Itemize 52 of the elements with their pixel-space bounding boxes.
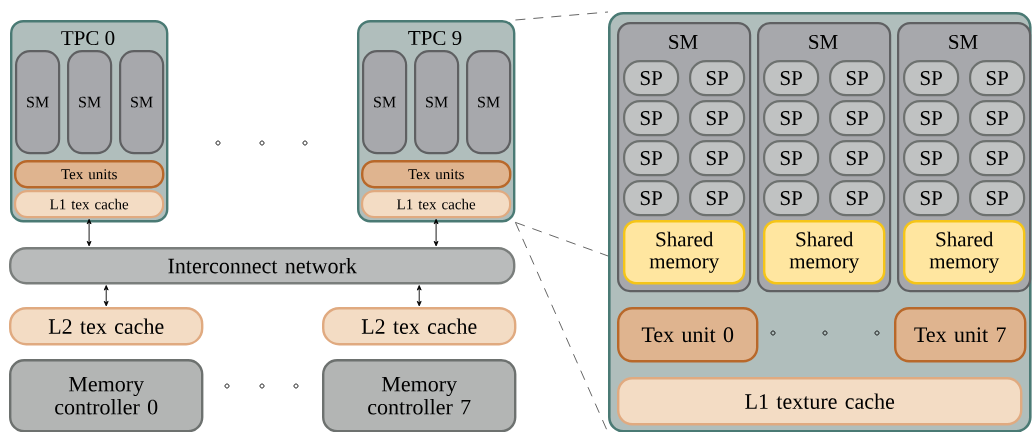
sm-box: SM [466,50,512,155]
sp-box: SP [623,140,680,177]
arrow [86,218,92,247]
arrow [433,218,439,247]
tex-unit-box: Tex unit 0 [617,307,759,363]
zoom-line [514,221,609,432]
sm-box: SM [414,50,460,155]
memory-controller-box: Memory controller 7 [322,359,517,432]
cache-box: L1 texture cache [617,377,1023,426]
sp-box: SP [903,140,960,177]
tex-units-box: Tex units [361,160,512,189]
cache-box: L2 tex cache [9,307,204,346]
arrow [103,285,109,307]
sm-box: SM [362,50,408,155]
sp-box: SP [623,100,680,137]
arrow [416,285,422,307]
sp-box: SP [623,60,680,97]
tex-unit-box: Tex unit 7 [894,307,1027,363]
sp-box: SP [829,180,886,217]
sp-box: SP [903,100,960,137]
sm-box: SM [119,50,165,155]
sp-box: SP [689,60,746,97]
zoom-line [514,11,609,21]
sp-box: SP [689,140,746,177]
sp-box: SP [829,100,886,137]
zoom-line [514,221,609,257]
sp-box: SP [969,180,1026,217]
sp-box: SP [829,60,886,97]
sp-box: SP [763,180,820,217]
sp-box: SP [689,100,746,137]
sp-box: SP [903,60,960,97]
sp-box: SP [763,100,820,137]
sp-box: SP [969,60,1026,97]
cache-box: L2 tex cache [322,307,517,346]
shared-memory-box: Shared memory [903,220,1026,285]
memory-controller-box: Memory controller 0 [9,359,204,432]
cache-box: L1 tex cache [14,190,165,219]
sp-box: SP [903,180,960,217]
interconnect-bar: Interconnect network [9,247,516,285]
sp-box: SP [689,180,746,217]
sp-box: SP [829,140,886,177]
sm-box: SM [67,50,113,155]
shared-memory-box: Shared memory [763,220,886,285]
sp-box: SP [623,180,680,217]
sm-box: SM [15,50,61,155]
sp-box: SP [969,140,1026,177]
sp-box: SP [763,60,820,97]
sp-box: SP [763,140,820,177]
shared-memory-box: Shared memory [623,220,746,285]
sp-box: SP [969,100,1026,137]
tex-units-box: Tex units [14,160,165,189]
cache-box: L1 tex cache [361,190,512,219]
